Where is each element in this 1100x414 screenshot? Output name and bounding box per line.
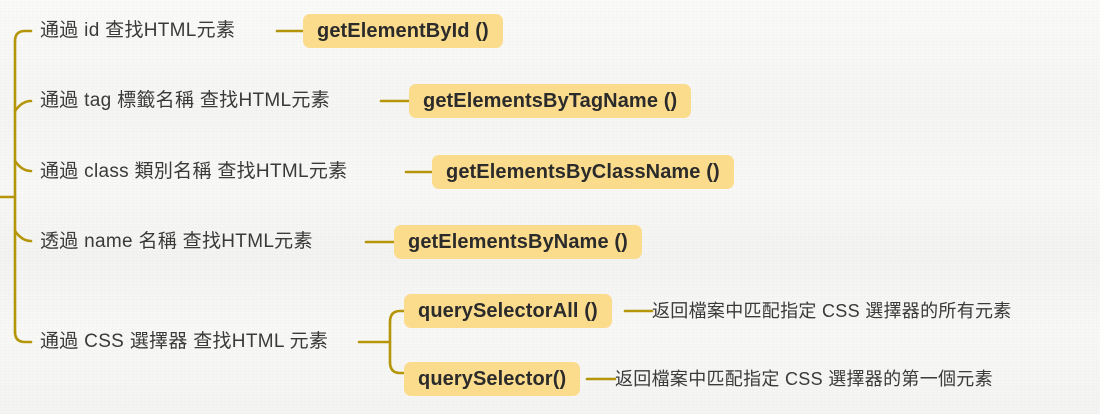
brace-arm-row4 [13,229,33,243]
description-querySelectorAll: 返回檔案中匹配指定 CSS 選擇器的所有元素 [652,301,1012,321]
method-chip-querySelectorAll[interactable]: querySelectorAll () [404,294,612,328]
branch-label-css-selector: 通過 CSS 選擇器 查找HTML 元素 [40,331,329,352]
sub-brace-cap-bottom [388,360,406,375]
branch-label-class: 通過 class 類別名稱 查找HTML元素 [40,161,348,182]
method-chip-getElementsByTagName[interactable]: getElementsByTagName () [409,84,692,118]
sub-brace-cap-top [388,309,406,324]
method-chip-getElementsByClassName[interactable]: getElementsByClassName () [432,155,734,189]
method-chip-getElementById[interactable]: getElementById () [303,14,503,48]
brace-cap-bottom [13,330,33,344]
brace-arm-row2 [13,99,33,113]
method-chip-querySelector[interactable]: querySelector() [404,362,581,396]
brace-arm-row3 [13,159,33,173]
method-chip-getElementsByName[interactable]: getElementsByName () [394,225,642,259]
branch-label-id: 通過 id 查找HTML元素 [40,20,236,41]
branch-label-tag: 通過 tag 標籤名稱 查找HTML元素 [40,90,330,111]
description-querySelector: 返回檔案中匹配指定 CSS 選擇器的第一個元素 [615,369,993,389]
branch-label-name: 透過 name 名稱 查找HTML元素 [40,231,313,252]
brace-cap-top [13,29,33,43]
